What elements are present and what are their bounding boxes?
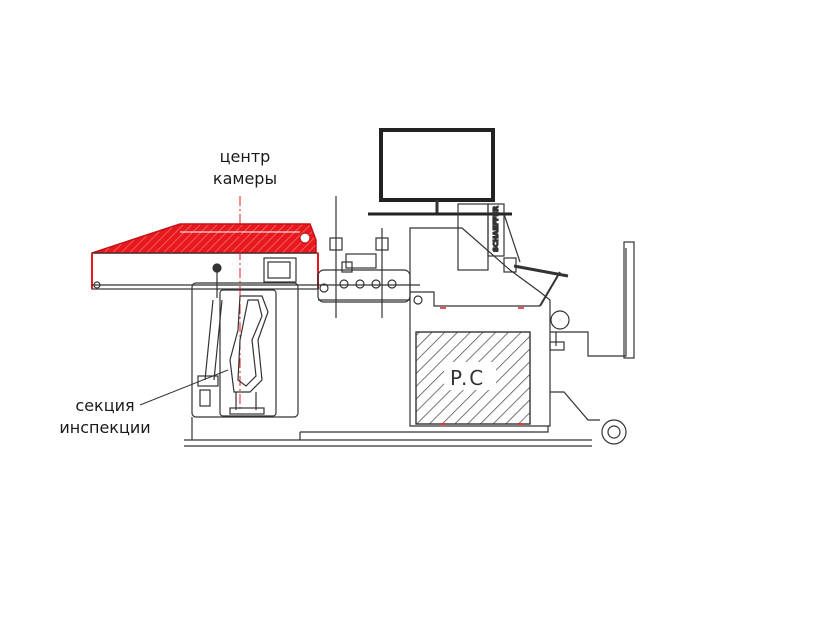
camera-housing — [263, 257, 297, 283]
main-body: SCHAEFFER — [409, 203, 570, 427]
inspection-section-label-line1: секция — [75, 396, 135, 415]
chassis-right — [550, 241, 635, 445]
base-rails — [184, 417, 592, 447]
camera-center-label-line2: камеры — [212, 169, 278, 188]
conveyor-cover-highlight — [91, 223, 317, 254]
camera-center-callout: центр камеры — [180, 146, 310, 190]
pc-label: P.C — [450, 366, 485, 390]
monitor — [368, 128, 512, 216]
inspection-section-callout: секция инспекции — [40, 395, 170, 439]
pc-cabinet: P.C — [415, 307, 531, 425]
inspection-section — [191, 263, 299, 418]
inspection-leader-line — [139, 369, 229, 406]
brand-mark: SCHAEFFER — [492, 205, 500, 252]
camera-center-label-line1: центр — [219, 147, 271, 166]
inspection-section-label-line2: инспекции — [59, 418, 151, 437]
